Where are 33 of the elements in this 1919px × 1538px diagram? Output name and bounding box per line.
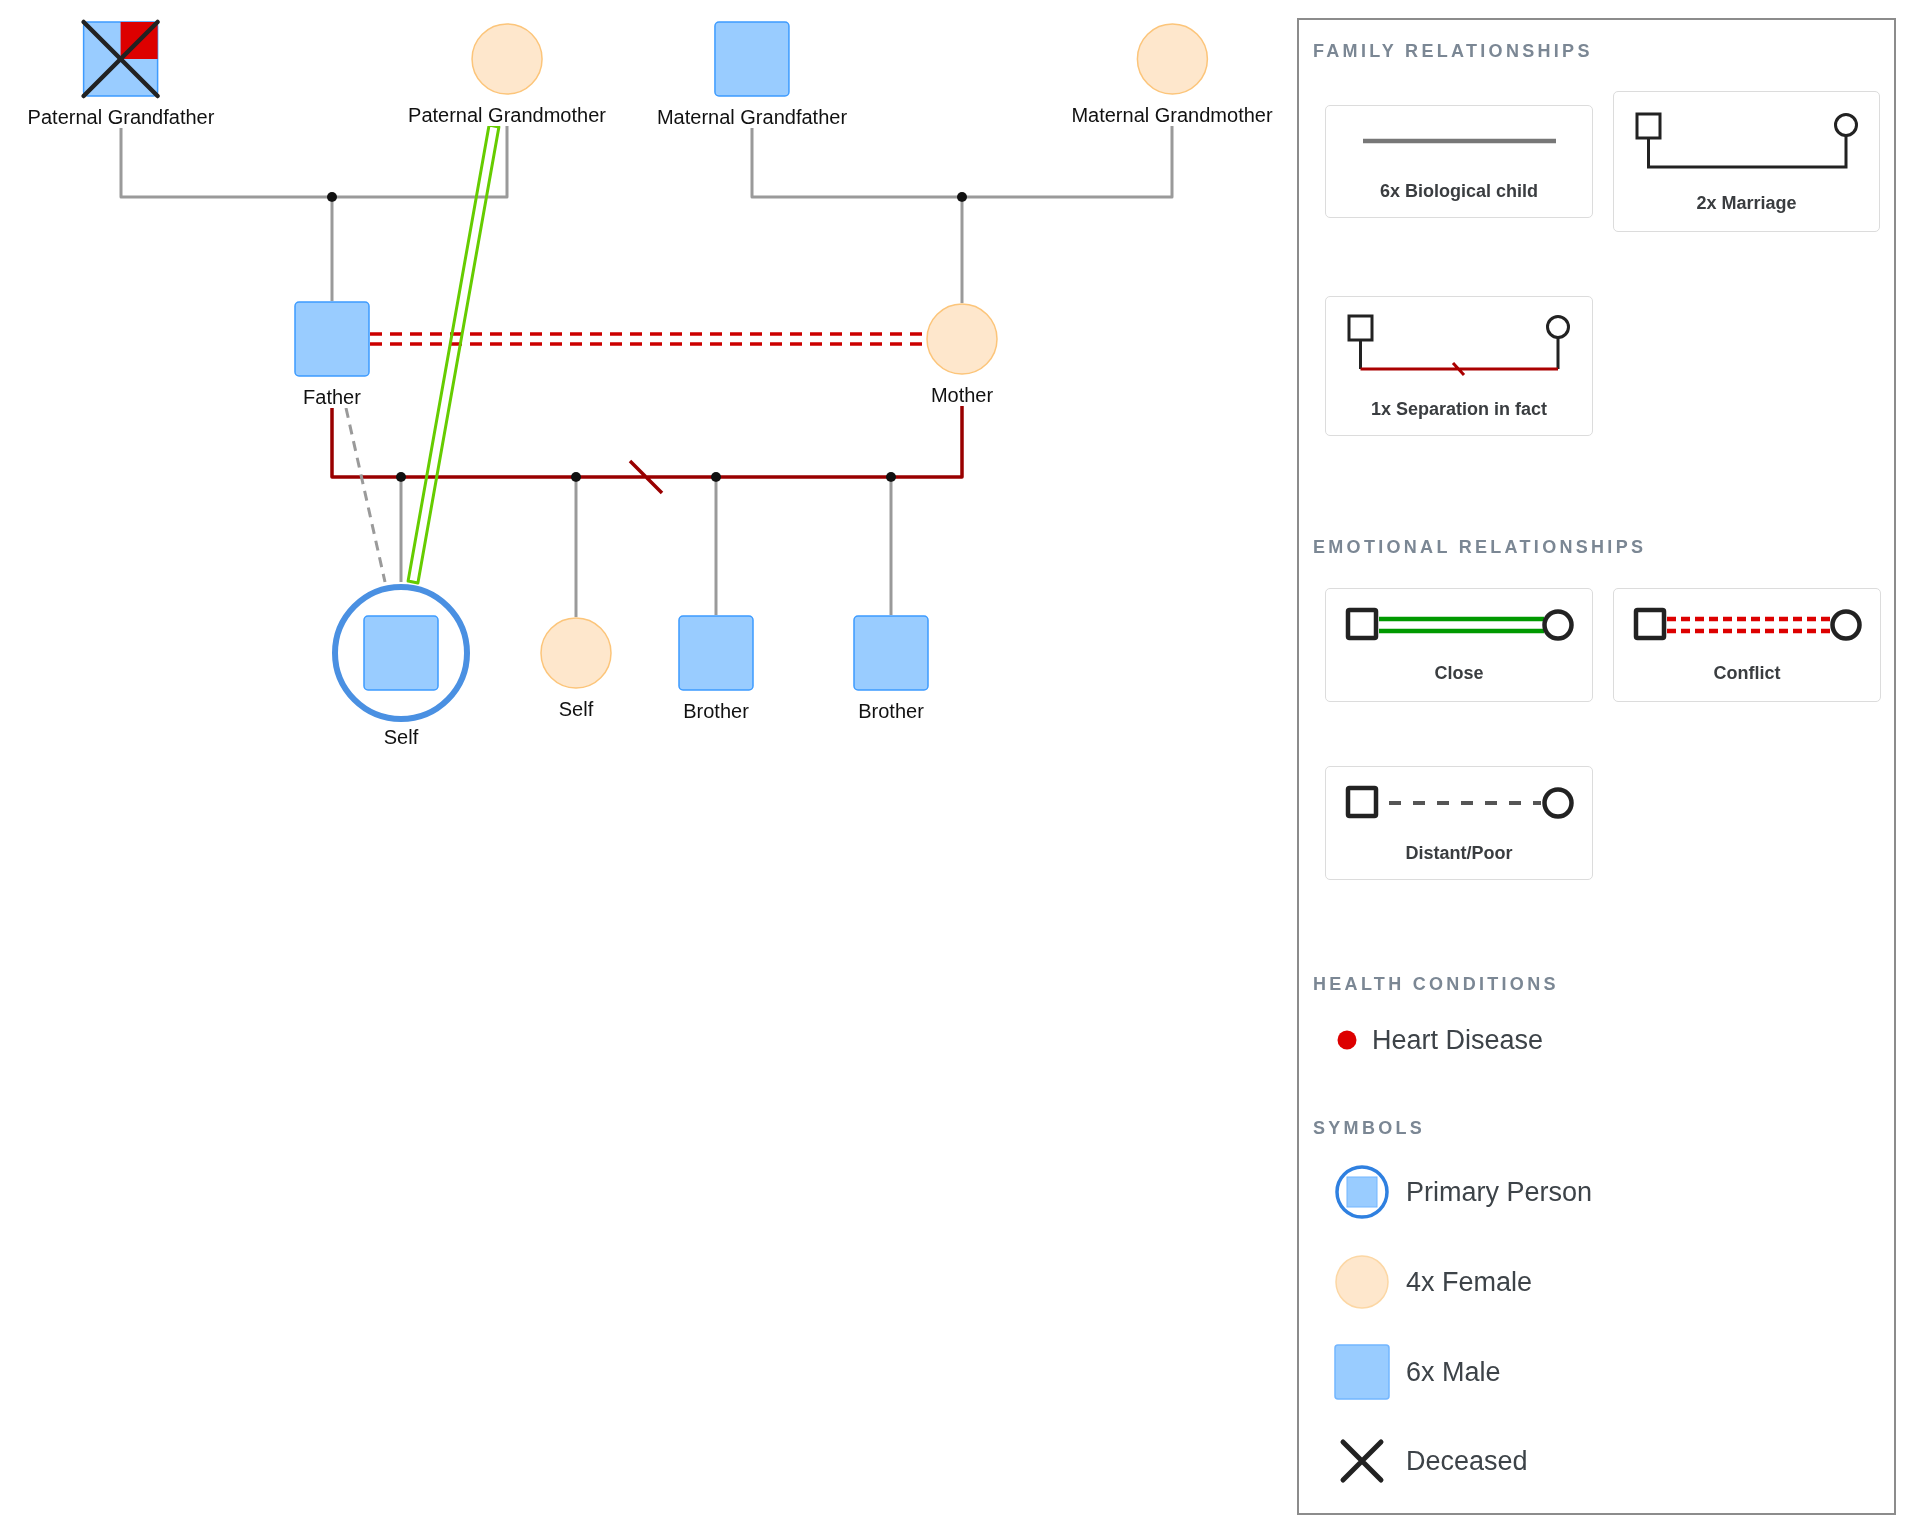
legend-label: 4x Female <box>1406 1266 1533 1298</box>
legend-label: 2x Marriage <box>1696 192 1797 214</box>
section-heading: SYMBOLS <box>1313 1118 1426 1138</box>
person-label: Father <box>303 386 361 408</box>
junction-dot <box>886 472 896 482</box>
legend-label: Conflict <box>1713 662 1781 684</box>
legend-label: Primary Person <box>1406 1176 1593 1208</box>
legend-label: Deceased <box>1406 1445 1528 1477</box>
legend-label: 6x Biological child <box>1380 180 1538 202</box>
child-line <box>399 482 403 582</box>
person-label: Paternal Grandmother <box>408 104 606 126</box>
legend-label: 6x Male <box>1406 1356 1501 1388</box>
distant-relationship-line <box>344 407 387 583</box>
legend-label: Heart Disease <box>1372 1024 1544 1056</box>
child-line <box>889 482 893 615</box>
junction-dot <box>396 472 406 482</box>
legend-label: Close <box>1434 662 1484 684</box>
legend-label: 1x Separation in fact <box>1370 398 1548 420</box>
section-heading: EMOTIONAL RELATIONSHIPS <box>1313 537 1647 557</box>
junction-dot <box>571 472 581 482</box>
separation-line <box>330 404 964 495</box>
child-line <box>574 482 578 617</box>
child-line <box>960 202 964 303</box>
junction-dot <box>957 192 967 202</box>
marriage-line <box>750 126 1174 199</box>
section-heading: FAMILY RELATIONSHIPS <box>1313 41 1593 61</box>
marriage-line <box>119 126 509 199</box>
section-heading: HEALTH CONDITIONS <box>1313 974 1559 994</box>
child-line <box>714 482 718 615</box>
legend-label: Distant/Poor <box>1405 842 1513 864</box>
junction-dot <box>711 472 721 482</box>
junction-dot <box>327 192 337 202</box>
child-line <box>330 202 334 301</box>
